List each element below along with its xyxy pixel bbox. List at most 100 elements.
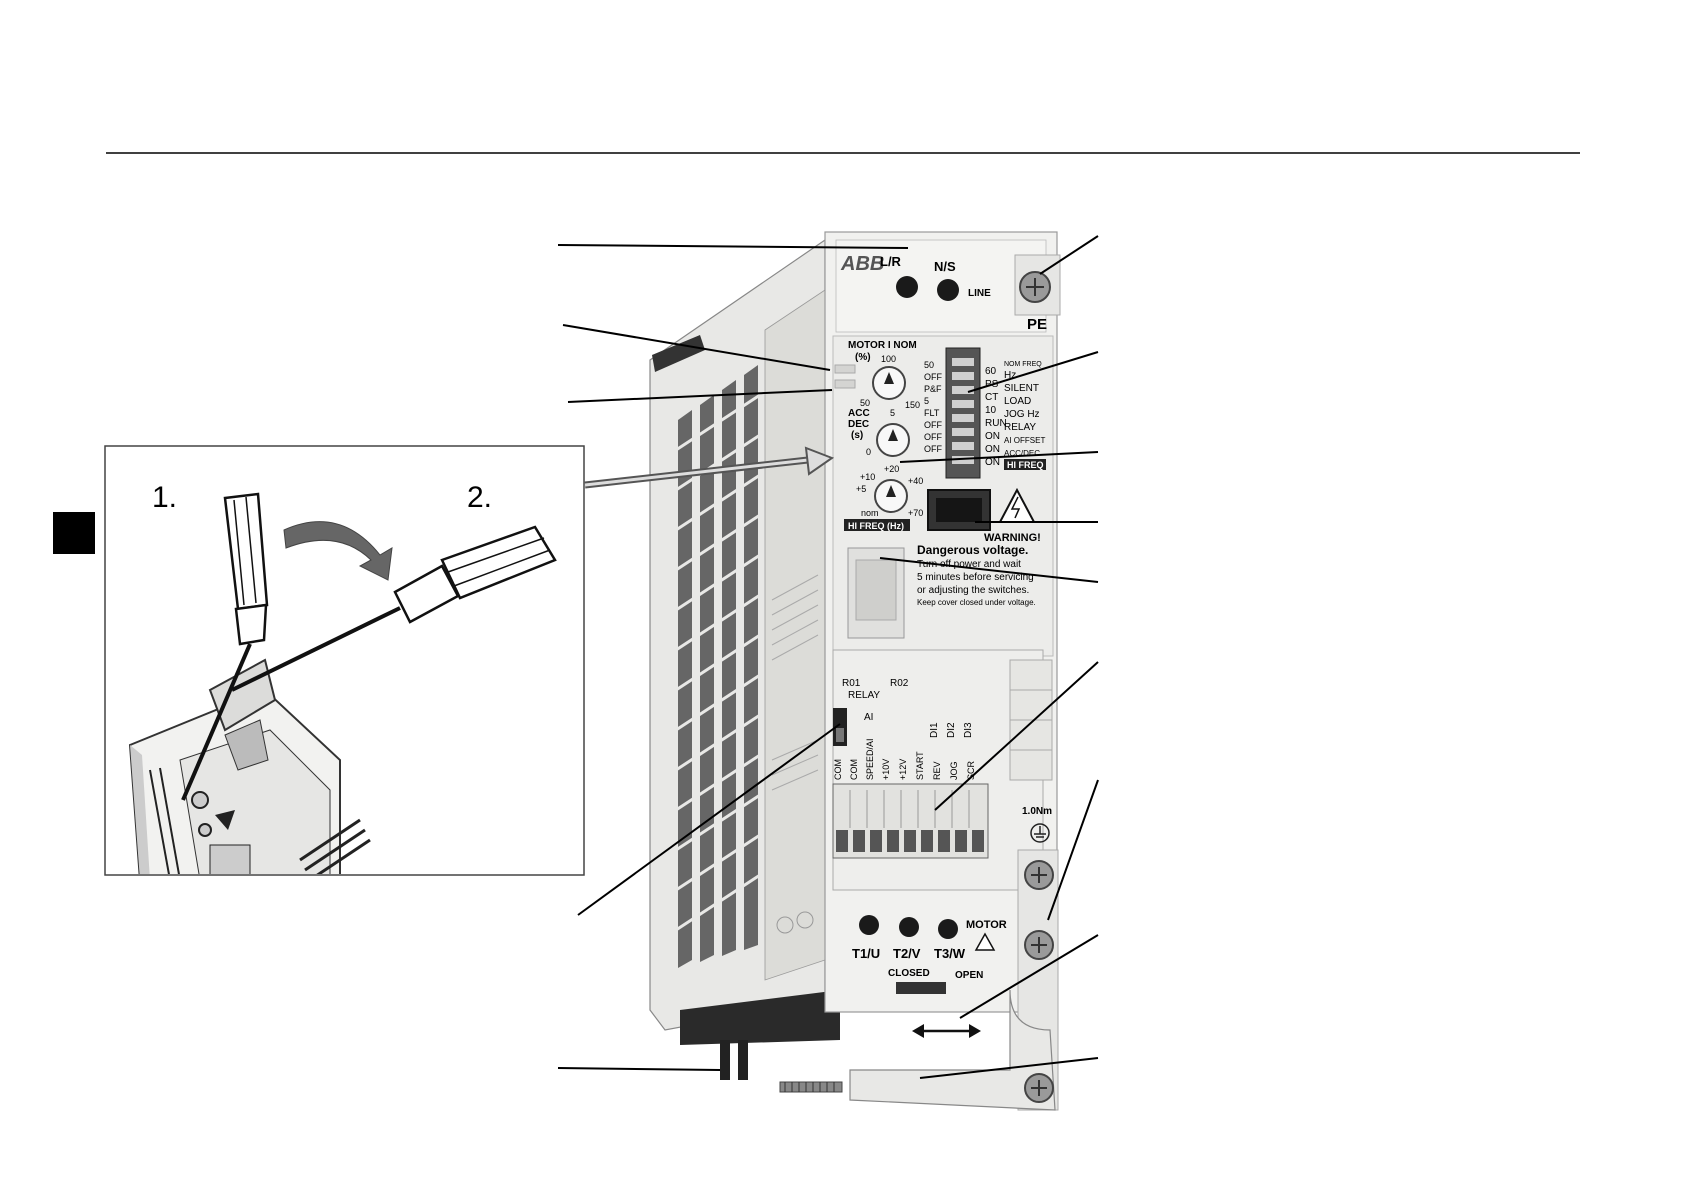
hf-p10: +10 xyxy=(860,472,875,482)
dip-left-1: OFF xyxy=(924,372,942,382)
dip-left-2: P&F xyxy=(924,384,942,394)
t3-label: T3/W xyxy=(934,946,966,961)
dip-right-a-4: RUN xyxy=(985,418,1007,429)
terminal-label-4: +12V xyxy=(898,759,908,780)
di3-label: DI3 xyxy=(963,722,974,738)
led-ns-label: N/S xyxy=(934,259,956,274)
screwdriver-1 xyxy=(181,492,269,801)
hf-p20: +20 xyxy=(884,464,899,474)
step-2-label: 2. xyxy=(467,481,492,514)
dip-left-0: 50 xyxy=(924,360,934,370)
callout-line-ai-switch xyxy=(577,723,841,916)
callout-line-cover xyxy=(879,557,1099,583)
acc-unit: (s) xyxy=(851,430,863,441)
relay-ro2: R02 xyxy=(890,678,909,689)
danger-title: Dangerous voltage. xyxy=(917,543,1028,557)
dip-right-a-7: ON xyxy=(985,457,1000,468)
motor-terminal-w xyxy=(938,919,958,939)
dip-right-a-0: 60 xyxy=(985,366,997,377)
dip-right-b-0: NOM FREQ xyxy=(1004,361,1042,368)
dip-right-b-3: LOAD xyxy=(1004,396,1031,407)
dip-right-a-6: ON xyxy=(985,444,1000,455)
dip-left-labels: 50 OFF P&F 5 FLT OFF OFF OFF xyxy=(924,360,942,454)
dip-left-3: 5 xyxy=(924,396,929,406)
dip-right-b-6: AI OFFSET xyxy=(1004,436,1045,445)
motor-inom-label: MOTOR I NOM xyxy=(848,340,917,351)
t1-label: T1/U xyxy=(852,946,880,961)
dip-left-5: OFF xyxy=(924,420,942,430)
callout-lines xyxy=(557,235,1099,1079)
screwdriver-2 xyxy=(231,525,557,692)
led-ns xyxy=(937,279,959,301)
motor-label: MOTOR xyxy=(966,919,1007,931)
inset-pointer-arrowhead xyxy=(804,446,835,476)
rotation-arrow-icon xyxy=(283,521,393,581)
line-label: LINE xyxy=(968,288,991,299)
dip-hi-freq: HI FREQ xyxy=(1007,460,1044,470)
terminal-label-1: COM xyxy=(849,759,859,780)
terminal-label-7: JOG xyxy=(949,761,959,780)
ai-label: AI xyxy=(864,712,873,723)
led-lr xyxy=(896,276,918,298)
terminal-label-3: +10V xyxy=(881,759,891,780)
pe-label: PE xyxy=(1027,316,1047,333)
led-lr-label: L/R xyxy=(880,254,902,269)
danger-line-0: Turn off power and wait xyxy=(917,559,1021,570)
warning-label: WARNING! xyxy=(984,532,1041,544)
motor-inom-unit: (%) xyxy=(855,352,871,363)
hi-freq-label: HI FREQ (Hz) xyxy=(848,521,904,531)
dec-label: DEC xyxy=(848,419,869,430)
danger-line-3: Keep cover closed under voltage. xyxy=(917,598,1036,607)
terminal-label-0: COM xyxy=(833,759,843,780)
callout-line-dials xyxy=(899,451,1099,463)
terminal-label-8: SCR xyxy=(966,760,976,780)
relay-ro1: R01 xyxy=(842,678,861,689)
dip-right-b-4: JOG Hz xyxy=(1004,409,1040,420)
dip-right-labels: NOM FREQ Hz SILENT LOAD JOG Hz RELAY AI … xyxy=(1004,361,1045,458)
t2-label: T2/V xyxy=(893,946,921,961)
callout-line-top-left xyxy=(557,244,909,249)
dip-right-b-1: Hz xyxy=(1004,370,1016,381)
inom-50: 50 xyxy=(860,398,870,408)
drive-unit: ABB L/R N/S LINE PE MOTOR I NOM (%) 100 … xyxy=(649,231,1061,1111)
acc-label: ACC xyxy=(848,408,870,419)
callout-line-pe xyxy=(1039,235,1099,275)
dip-right-b-2: SILENT xyxy=(1004,383,1039,394)
dip-left-7: OFF xyxy=(924,444,942,454)
dip-right-b-7: ACC/DEC xyxy=(1004,449,1040,458)
dip-right-a-3: 10 xyxy=(985,405,997,416)
ground-symbol-icon xyxy=(1030,823,1050,843)
dip-right-a-2: CT xyxy=(985,392,998,403)
motor-terminal-v xyxy=(899,917,919,937)
step-1-label: 1. xyxy=(152,481,177,514)
terminal-labels: COM COM SPEED/AI +10V +12V START REV JOG… xyxy=(833,738,976,780)
inset-box: 1. 2. xyxy=(104,445,585,876)
closed-label: CLOSED xyxy=(888,968,930,979)
terminal-label-6: REV xyxy=(932,761,942,780)
callout-line-bracket xyxy=(919,1057,1099,1079)
hf-p5: +5 xyxy=(856,484,866,494)
dip-right-a-5: ON xyxy=(985,431,1000,442)
callout-line-emc xyxy=(959,934,1099,1019)
hf-p70: +70 xyxy=(908,508,923,518)
dip-left-4: FLT xyxy=(924,408,940,418)
danger-line-1: 5 minutes before servicing xyxy=(917,572,1034,583)
terminal-label-2: SPEED/AI xyxy=(865,738,875,780)
callout-line-led-2 xyxy=(567,389,833,403)
callout-line-led-1 xyxy=(562,324,831,371)
inom-150: 150 xyxy=(905,400,920,410)
dip-right-b-5: RELAY xyxy=(1004,422,1036,433)
grounding-bracket xyxy=(849,989,1056,1111)
di1-label: DI1 xyxy=(929,722,940,738)
acc-5: 5 xyxy=(890,408,895,418)
brand-logo: ABB xyxy=(840,253,884,275)
hf-p40: +40 xyxy=(908,476,923,486)
dip-left-6: OFF xyxy=(924,432,942,442)
relay-label: RELAY xyxy=(848,690,880,701)
callout-line-io xyxy=(934,661,1099,811)
section-tab-marker xyxy=(53,512,95,554)
callout-line-ground xyxy=(1047,779,1099,921)
di2-label: DI2 xyxy=(946,722,957,738)
motor-terminal-u xyxy=(859,915,879,935)
